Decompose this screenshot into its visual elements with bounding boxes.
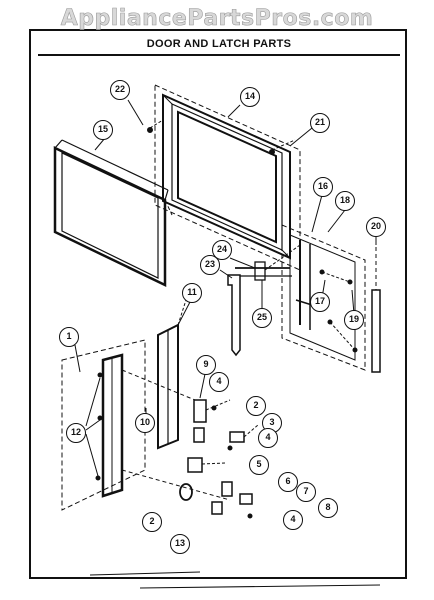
callout-15: 15 [93, 120, 113, 140]
callout-9: 9 [196, 355, 216, 375]
callout-24: 24 [212, 240, 232, 260]
callout-17: 17 [310, 292, 330, 312]
diagram-title: DOOR AND LATCH PARTS [38, 38, 400, 56]
callout-2: 2 [142, 512, 162, 532]
callout-13: 13 [170, 534, 190, 554]
callout-18: 18 [335, 191, 355, 211]
callout-2: 2 [246, 396, 266, 416]
callout-4: 4 [283, 510, 303, 530]
callout-22: 22 [110, 80, 130, 100]
callout-12: 12 [66, 423, 86, 443]
callout-4: 4 [209, 372, 229, 392]
callout-1: 1 [59, 327, 79, 347]
leader-lines [74, 99, 377, 477]
latch-arm-group [227, 244, 301, 357]
callout-4: 4 [258, 428, 278, 448]
callout-8: 8 [318, 498, 338, 518]
callout-14: 14 [240, 87, 260, 107]
callout-23: 23 [200, 255, 220, 275]
callout-6: 6 [278, 472, 298, 492]
small-parts-group [179, 399, 259, 519]
callout-7: 7 [296, 482, 316, 502]
latch-bar-group [371, 240, 381, 373]
callout-25: 25 [252, 308, 272, 328]
callout-19: 19 [344, 310, 364, 330]
hinge-plate-group [281, 224, 366, 371]
callout-20: 20 [366, 217, 386, 237]
scan-artifacts [89, 571, 381, 589]
callout-21: 21 [310, 113, 330, 133]
callout-16: 16 [313, 177, 333, 197]
callout-10: 10 [135, 413, 155, 433]
door-panel-group [53, 139, 173, 287]
latch-cover-group [157, 299, 187, 450]
watermark-text: AppliancePartsPros.com [60, 6, 374, 32]
latch-assembly-group [61, 339, 231, 511]
outer-border [29, 29, 407, 579]
callout-5: 5 [249, 455, 269, 475]
callout-11: 11 [182, 283, 202, 303]
